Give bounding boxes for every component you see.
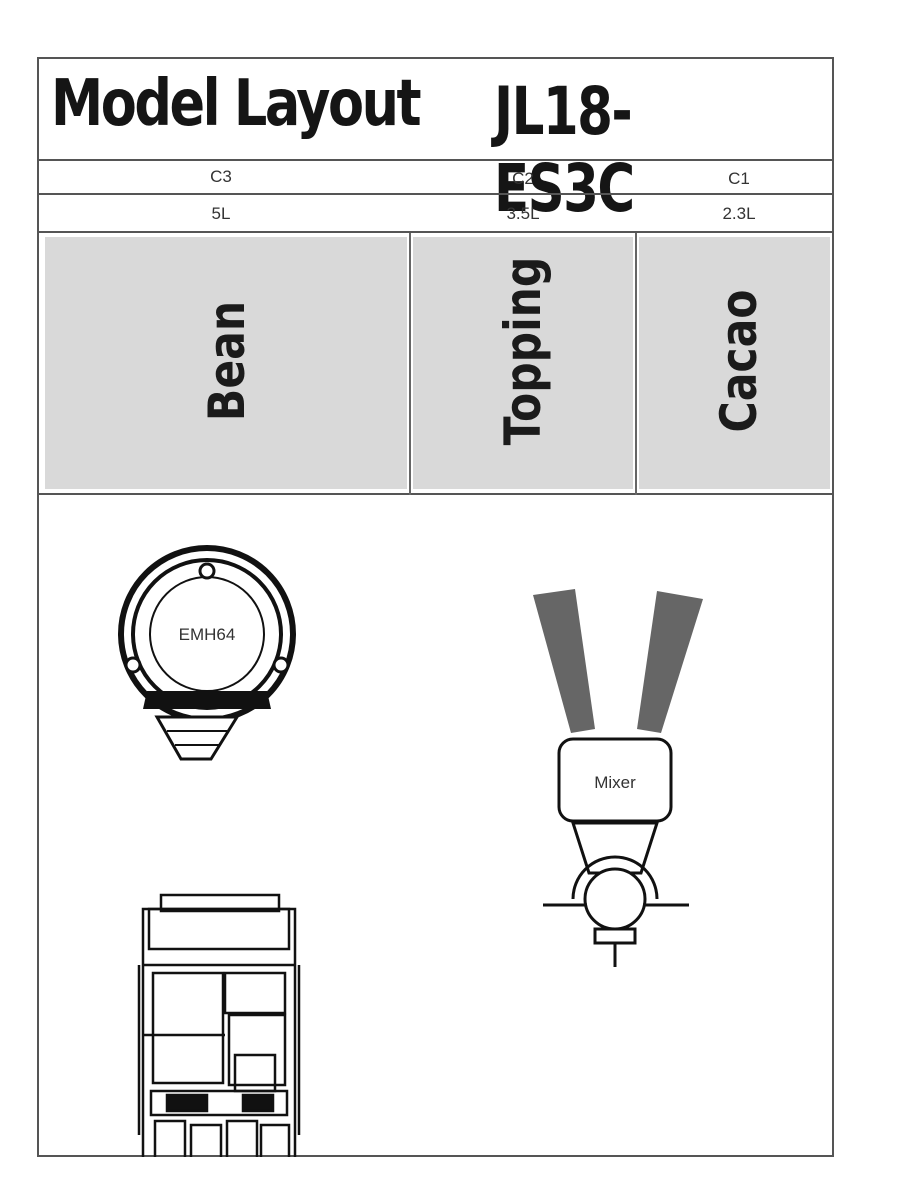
grinder-side-view (137, 893, 301, 1157)
hopper-row: Bean Topping Cacao (39, 233, 832, 495)
canister-code-c2: C2 (512, 169, 534, 188)
canister-code-row: C3 C2 C1 (39, 161, 832, 195)
canister-code-c3: C3 (210, 167, 232, 186)
canister-volume-c3: 5L (211, 204, 231, 223)
hopper-cell-cacao (639, 237, 830, 489)
hopper-label-bean: Bean (198, 300, 256, 422)
hopper-cell-topping (413, 237, 633, 489)
hopper-cell-bean (45, 237, 407, 489)
hopper-divider (409, 233, 411, 495)
canister-volume-row: 5L 3.5L 2.3L (39, 195, 832, 233)
mixer-chute-left (533, 589, 595, 733)
component-diagram-svg: EMH64 (118, 545, 703, 1157)
page-title: Model Layout (51, 67, 422, 141)
hopper-divider (635, 233, 637, 495)
grinder-label: EMH64 (179, 625, 236, 644)
canister-volume-c2: 3.5L (506, 204, 540, 223)
grinder-top-view (118, 545, 296, 761)
canister-code-c1: C1 (728, 169, 750, 188)
layout-sheet: Model Layout JL18-ES3C C3 C2 C1 5L 3.5L … (37, 57, 834, 1157)
mixer-chute-right (637, 591, 703, 733)
mixer-label: Mixer (594, 773, 636, 792)
canister-volume-c1: 2.3L (722, 204, 756, 223)
model-number: JL18-ES3C (494, 73, 635, 227)
component-diagram: EMH64 (39, 495, 832, 1157)
hopper-label-cacao: Cacao (710, 289, 768, 433)
mixer-unit (543, 737, 689, 967)
hopper-label-topping: Topping (494, 256, 552, 446)
title-row: Model Layout JL18-ES3C (39, 59, 832, 227)
